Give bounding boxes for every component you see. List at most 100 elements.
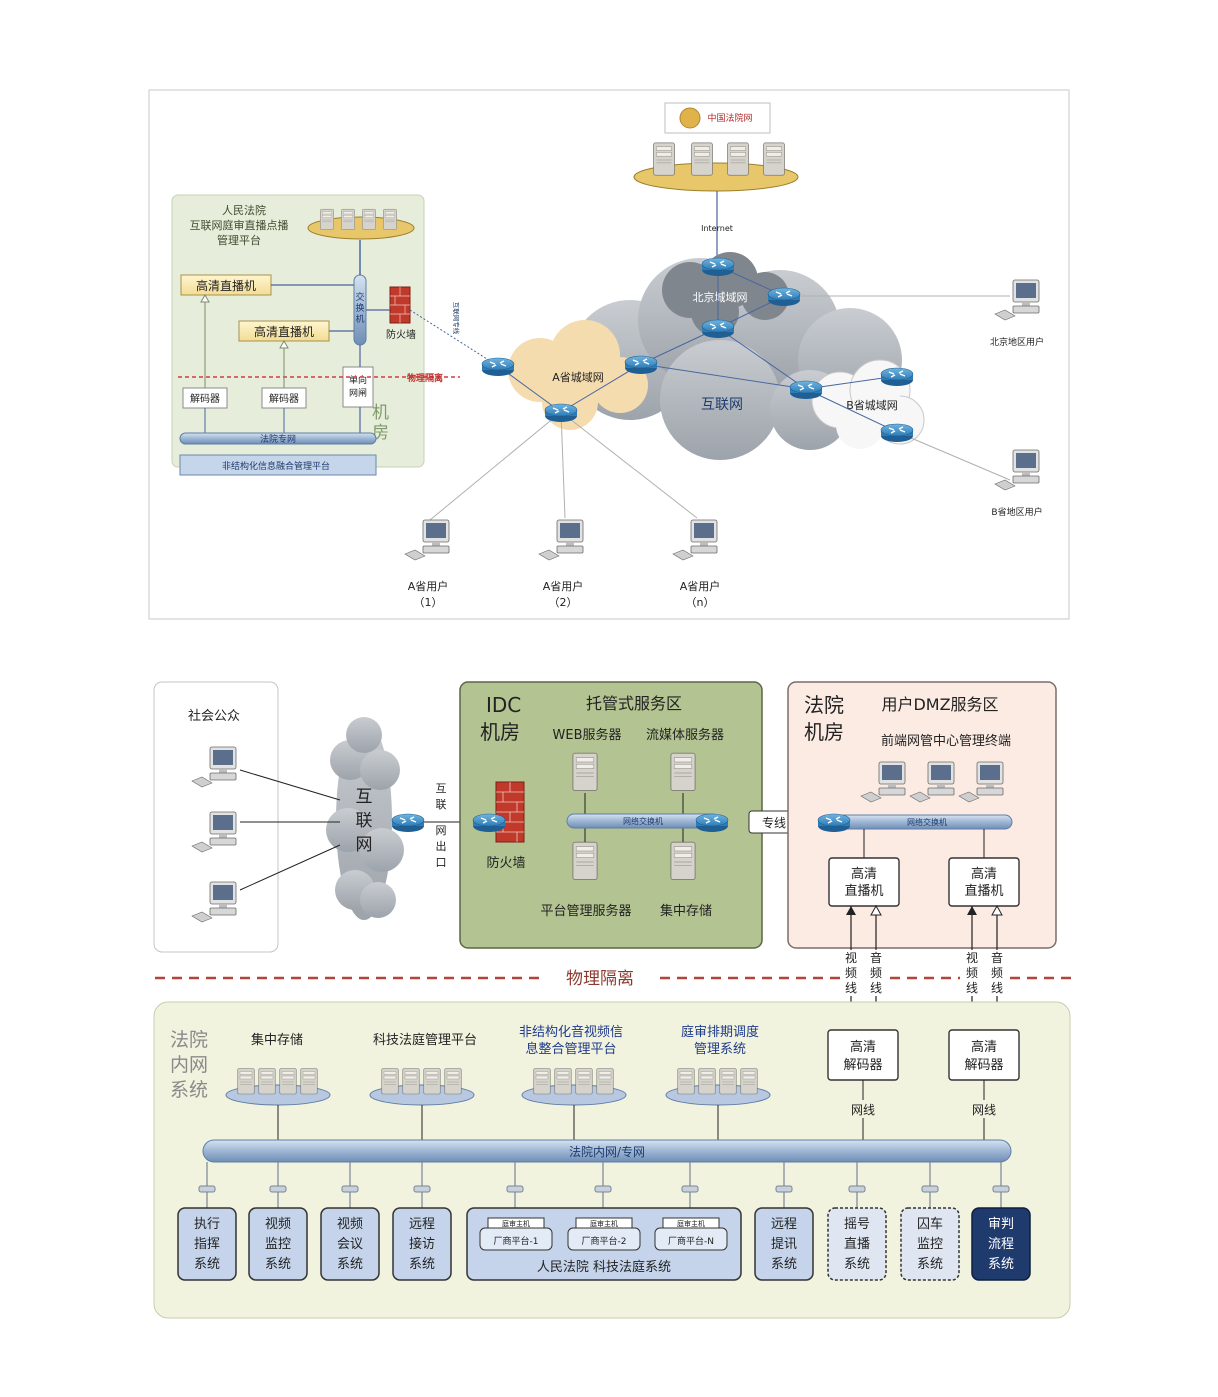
court-private-net-label: 法院专网 — [260, 433, 296, 445]
router-b-top — [880, 367, 914, 387]
decoder-1-label: 解码器 — [190, 392, 220, 405]
isolation-label-bottom: 物理隔离 — [566, 969, 634, 989]
internet-link-label: Internet — [701, 224, 733, 233]
inet-exit-1: 互 — [436, 782, 447, 795]
sys-rv-3: 系统 — [409, 1257, 435, 1272]
tech-court-platform-label: 科技法庭管理平台 — [373, 1032, 477, 1048]
vendor-2 — [567, 1217, 641, 1251]
terminals-label: 前端网管中心管理终端 — [881, 733, 1011, 749]
svg-text:音: 音 — [991, 950, 1003, 965]
router-a-core — [624, 355, 658, 375]
router-exit-bottom — [391, 813, 425, 833]
sys-rv-1: 远程 — [409, 1217, 435, 1232]
sys-vm-3: 系统 — [265, 1257, 291, 1272]
svg-text:线: 线 — [991, 981, 1003, 995]
svg-text:线: 线 — [870, 981, 882, 995]
sys-ri-3: 系统 — [771, 1257, 797, 1272]
isolation-label-top: 物理隔离 — [407, 372, 443, 384]
scheduling-label-2: 管理系统 — [694, 1042, 746, 1057]
group-links — [277, 1105, 719, 1140]
net-line-1-label: 网线 — [851, 1103, 875, 1117]
sys-vm-2: 监控 — [265, 1237, 291, 1252]
intranet-bus — [202, 1139, 1012, 1163]
inet-exit-3: 网 — [436, 824, 447, 837]
machine-room-label-1: 机 — [372, 403, 389, 423]
sys-exec-3: 系统 — [194, 1257, 220, 1272]
platform-server-label: 平台管理服务器 — [540, 903, 631, 919]
dmz-hd-live-2-l2: 直播机 — [964, 884, 1003, 899]
system-box-remote-interrogation — [754, 1207, 814, 1281]
router-a-entry — [481, 357, 515, 377]
sys-ll-2: 直播 — [844, 1237, 870, 1252]
router-fw-bottom — [472, 813, 506, 833]
arrow-2 — [279, 339, 289, 349]
sys-tp-3: 系统 — [988, 1257, 1014, 1272]
svg-text:视: 视 — [845, 950, 857, 965]
sys-ll-1: 摇号 — [844, 1217, 870, 1232]
router-bj-right — [767, 287, 801, 307]
sys-rv-2: 接访 — [409, 1236, 435, 1252]
hd-live-2-label: 高清直播机 — [254, 324, 314, 339]
court-room-title-1: 法院 — [804, 693, 844, 717]
vendor-n-label: 厂商平台-N — [668, 1235, 714, 1247]
vendor-1-label: 厂商平台-1 — [494, 1235, 539, 1247]
hd-decoder-2-l1: 高清 — [971, 1039, 997, 1055]
sys-ri-2: 提讯 — [771, 1236, 797, 1252]
court-emblem-icon — [679, 107, 701, 129]
system-box-remote-visit — [392, 1207, 452, 1281]
svg-text:频: 频 — [991, 966, 1003, 980]
sys-vc-3: 系统 — [337, 1257, 363, 1272]
platform-server-icon — [572, 841, 598, 881]
unstructured-platform-bar — [179, 454, 377, 476]
media-server-icon — [670, 752, 696, 792]
a-user-n-name: A省用户 — [680, 579, 721, 593]
svg-text:视: 视 — [966, 950, 978, 965]
system-box-lottery-live — [827, 1207, 887, 1281]
system-box-exec — [177, 1207, 237, 1281]
router-idc-out — [695, 813, 729, 833]
a-user-2-name: A省用户 — [543, 579, 584, 593]
net-line-2-bg — [966, 1100, 1002, 1118]
public-links — [239, 769, 341, 891]
system-box-prison-van — [900, 1207, 960, 1281]
gap-label-2: 网闸 — [349, 388, 367, 399]
hd-decoder-1-l2: 解码器 — [843, 1058, 882, 1073]
intranet-title-1: 法院 — [170, 1029, 208, 1051]
system-box-trial-process — [971, 1207, 1031, 1281]
dmz-switch-label: 网络交换机 — [907, 817, 947, 827]
storage-server-icon — [670, 841, 696, 881]
b-user-label: B省地区用户 — [991, 506, 1042, 518]
idc-title-1: IDC — [486, 693, 521, 717]
court-room-title-2: 机房 — [804, 720, 844, 744]
system-box-video-monitor — [248, 1207, 308, 1281]
bottom-internet-char-1: 互 — [356, 787, 373, 807]
vendor-n — [654, 1217, 728, 1251]
switch-label-3: 机 — [355, 313, 364, 325]
inet-exit-5: 口 — [436, 856, 447, 869]
vendor-2-host: 庭审主机 — [590, 1219, 618, 1228]
storage-label: 集中存储 — [660, 903, 712, 919]
router-b-bottom — [880, 423, 914, 443]
vendor-1 — [479, 1217, 553, 1251]
router-dmz — [817, 813, 851, 833]
gap-label-1: 单向 — [349, 374, 367, 386]
unstructured-label-2: 息整合管理平台 — [525, 1041, 616, 1057]
system-box-video-conf — [320, 1207, 380, 1281]
inet-exit-2: 联 — [436, 798, 447, 811]
vendor-2-label: 厂商平台-2 — [582, 1235, 627, 1247]
sys-ri-1: 远程 — [771, 1217, 797, 1232]
dmz-label: 用户DMZ服务区 — [881, 695, 998, 714]
intranet-title-3: 系统 — [170, 1079, 208, 1101]
chinacourt-text: 中国法院网 — [707, 112, 752, 124]
chinacourt-platform — [633, 162, 799, 192]
vendor-1-host: 庭审主机 — [502, 1219, 530, 1228]
central-storage-label: 集中存储 — [251, 1032, 303, 1048]
b-man-label: B省城域网 — [846, 399, 898, 412]
sys-vm-1: 视频 — [265, 1217, 291, 1232]
court-platform-title-2: 互联网庭审直播点播 — [190, 218, 289, 232]
tech-court-label: 人民法院 科技法庭系统 — [537, 1259, 671, 1275]
av-arrows-hollow — [870, 904, 1003, 916]
internet-cloud-label: 互联网 — [701, 397, 743, 413]
dmz-hd-live-1-l2: 直播机 — [844, 884, 883, 899]
